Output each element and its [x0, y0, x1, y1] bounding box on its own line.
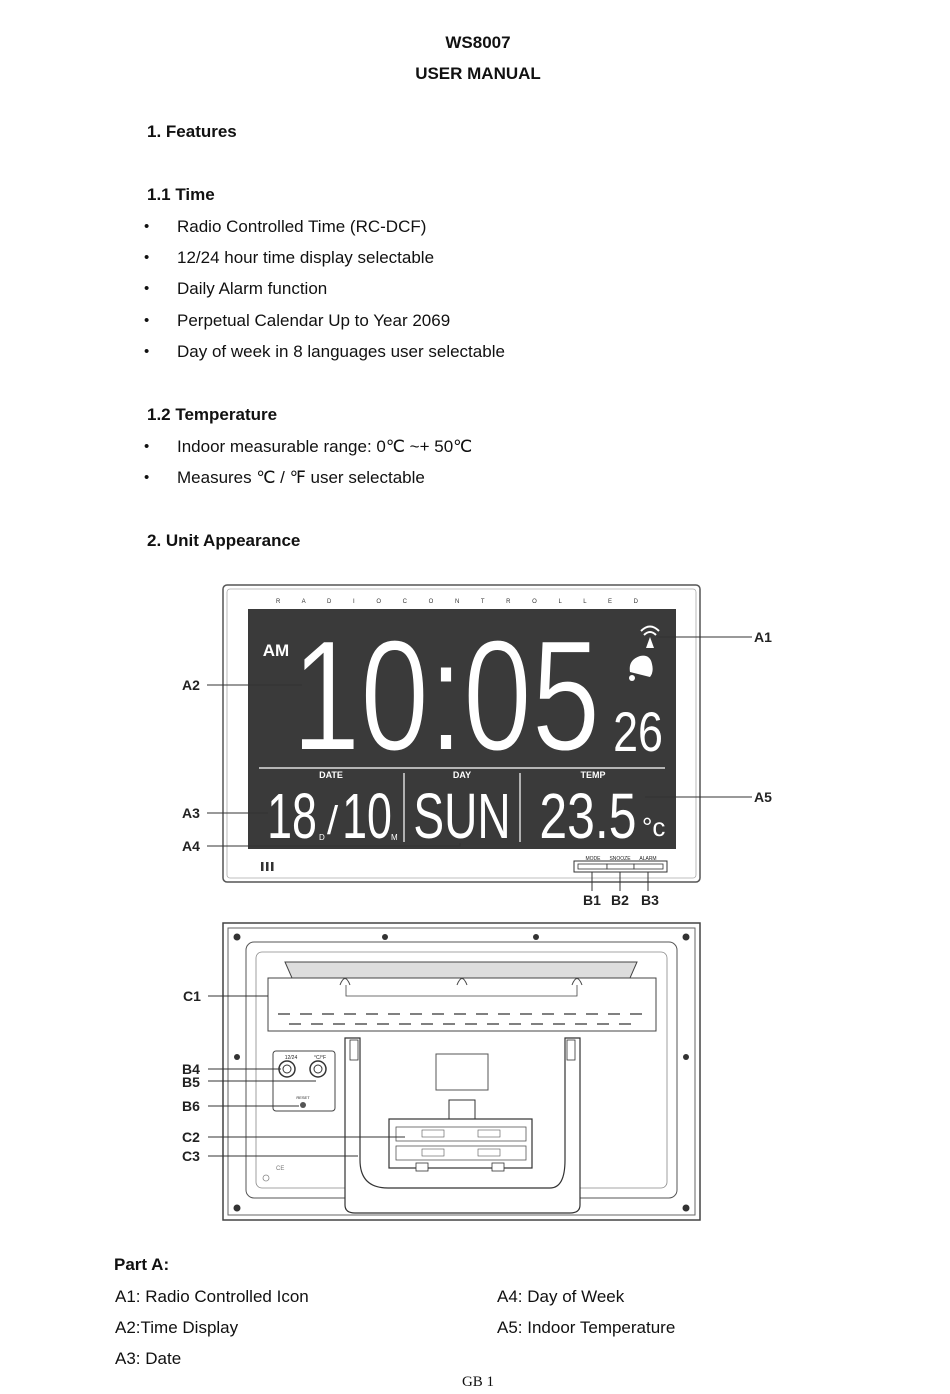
ce-mark: CE — [276, 1166, 284, 1172]
part-a-item-a1: A1: Radio Controlled Icon — [115, 1287, 309, 1306]
seconds-display: 26 — [613, 700, 663, 763]
weekday-value: SUN — [413, 781, 510, 852]
lcd-display — [248, 609, 676, 849]
date-label: DATE — [319, 770, 343, 780]
list-item: Daily Alarm function — [177, 279, 328, 298]
list-item: Radio Controlled Time (RC-DCF) — [177, 217, 427, 236]
manual-title: USER MANUAL — [415, 64, 541, 83]
day-label: DAY — [453, 770, 471, 780]
radio-controlled-label: R A D I O C O N T R O L L E D — [276, 599, 648, 605]
temperature-value: 23.5 — [539, 781, 636, 852]
ampm-indicator: AM — [263, 641, 289, 660]
alarm-button-label: ALARM — [639, 856, 656, 862]
part-a-item-a3: A3: Date — [115, 1349, 182, 1368]
back-view: 12/24 °C/°F RESET CE — [182, 922, 701, 1221]
bullet-icon: • — [144, 249, 150, 266]
callout-c3: C3 — [182, 1148, 200, 1164]
list-item: Indoor measurable range: 0℃ ~+ 50℃ — [177, 437, 473, 456]
label-plate — [435, 1053, 489, 1091]
callout-b5: B5 — [182, 1074, 200, 1090]
part-a-heading: Part A: — [114, 1255, 170, 1274]
bullet-icon: • — [144, 469, 150, 486]
date-slash: / — [327, 799, 339, 843]
bullet-icon: • — [144, 280, 150, 297]
list-item: Perpetual Calendar Up to Year 2069 — [177, 311, 451, 330]
callout-b3: B3 — [641, 892, 659, 908]
snooze-button-label: SNOOZE — [609, 856, 631, 862]
section-features-heading: 1. Features — [147, 122, 237, 141]
speaker-holes — [261, 862, 274, 871]
temp-label: TEMP — [580, 770, 605, 780]
front-buttons: MODE SNOOZE ALARM — [573, 856, 668, 873]
date-m-marker: M — [391, 833, 398, 842]
page-number: GB 1 — [461, 1374, 495, 1390]
screws — [233, 933, 690, 1212]
temperature-unit: °c — [642, 812, 665, 842]
list-item: 12/24 hour time display selectable — [177, 248, 435, 267]
subsection-time-heading: 1.1 Time — [147, 185, 215, 204]
callout-b2: B2 — [611, 892, 629, 908]
callout-c1: C1 — [183, 988, 201, 1004]
back-callout-lines — [208, 995, 405, 1157]
callout-a3: A3 — [182, 805, 200, 821]
callout-a1: A1 — [754, 629, 772, 645]
list-item: Measures ℃ / ℉ user selectable — [177, 468, 425, 487]
callout-b4: B4 — [182, 1061, 200, 1077]
snooze-button[interactable] — [606, 863, 635, 870]
callout-b1: B1 — [583, 892, 601, 908]
hanging-slot — [267, 961, 657, 1032]
bullet-icon: • — [144, 343, 150, 360]
callout-a5: A5 — [754, 789, 772, 805]
model-title: WS8007 — [445, 33, 511, 52]
label-reset: RESET — [296, 1095, 310, 1100]
callout-a2: A2 — [182, 677, 200, 693]
alarm-button[interactable] — [633, 863, 664, 870]
date-d-marker: D — [319, 833, 325, 842]
subsection-temperature-heading: 1.2 Temperature — [147, 405, 278, 424]
section-unit-appearance-heading: 2. Unit Appearance — [147, 531, 301, 550]
mode-button-label: MODE — [586, 856, 602, 862]
front-callout-lines — [207, 636, 752, 891]
callout-c2: C2 — [182, 1129, 200, 1145]
callout-a4: A4 — [182, 838, 200, 854]
bullet-icon: • — [144, 438, 150, 455]
part-a-item-a2: A2:Time Display — [115, 1318, 239, 1337]
label-c-f: °C/°F — [314, 1055, 326, 1061]
mode-button[interactable] — [577, 863, 608, 870]
bullet-icon: • — [144, 312, 150, 329]
list-item: Day of week in 8 languages user selectab… — [177, 342, 505, 361]
part-a-item-a5: A5: Indoor Temperature — [497, 1318, 676, 1337]
stand — [344, 1037, 581, 1214]
reset-button[interactable] — [300, 1102, 306, 1108]
battery-compartment — [388, 1099, 533, 1172]
alarm-bell-icon — [629, 655, 653, 681]
bullet-icon: • — [144, 218, 150, 235]
date-day-value: 18 — [267, 780, 317, 852]
unit-appearance-figure: R A D I O C O N T R O L L E D AM 10:05 2… — [182, 584, 772, 1221]
date-month-value: 10 — [342, 780, 392, 852]
label-12-24: 12/24 — [285, 1055, 298, 1061]
part-a-item-a4: A4: Day of Week — [497, 1287, 625, 1306]
time-display: 10:05 — [292, 608, 600, 784]
front-view: R A D I O C O N T R O L L E D AM 10:05 2… — [182, 584, 772, 908]
callout-b6: B6 — [182, 1098, 200, 1114]
radio-signal-icon — [640, 625, 660, 648]
